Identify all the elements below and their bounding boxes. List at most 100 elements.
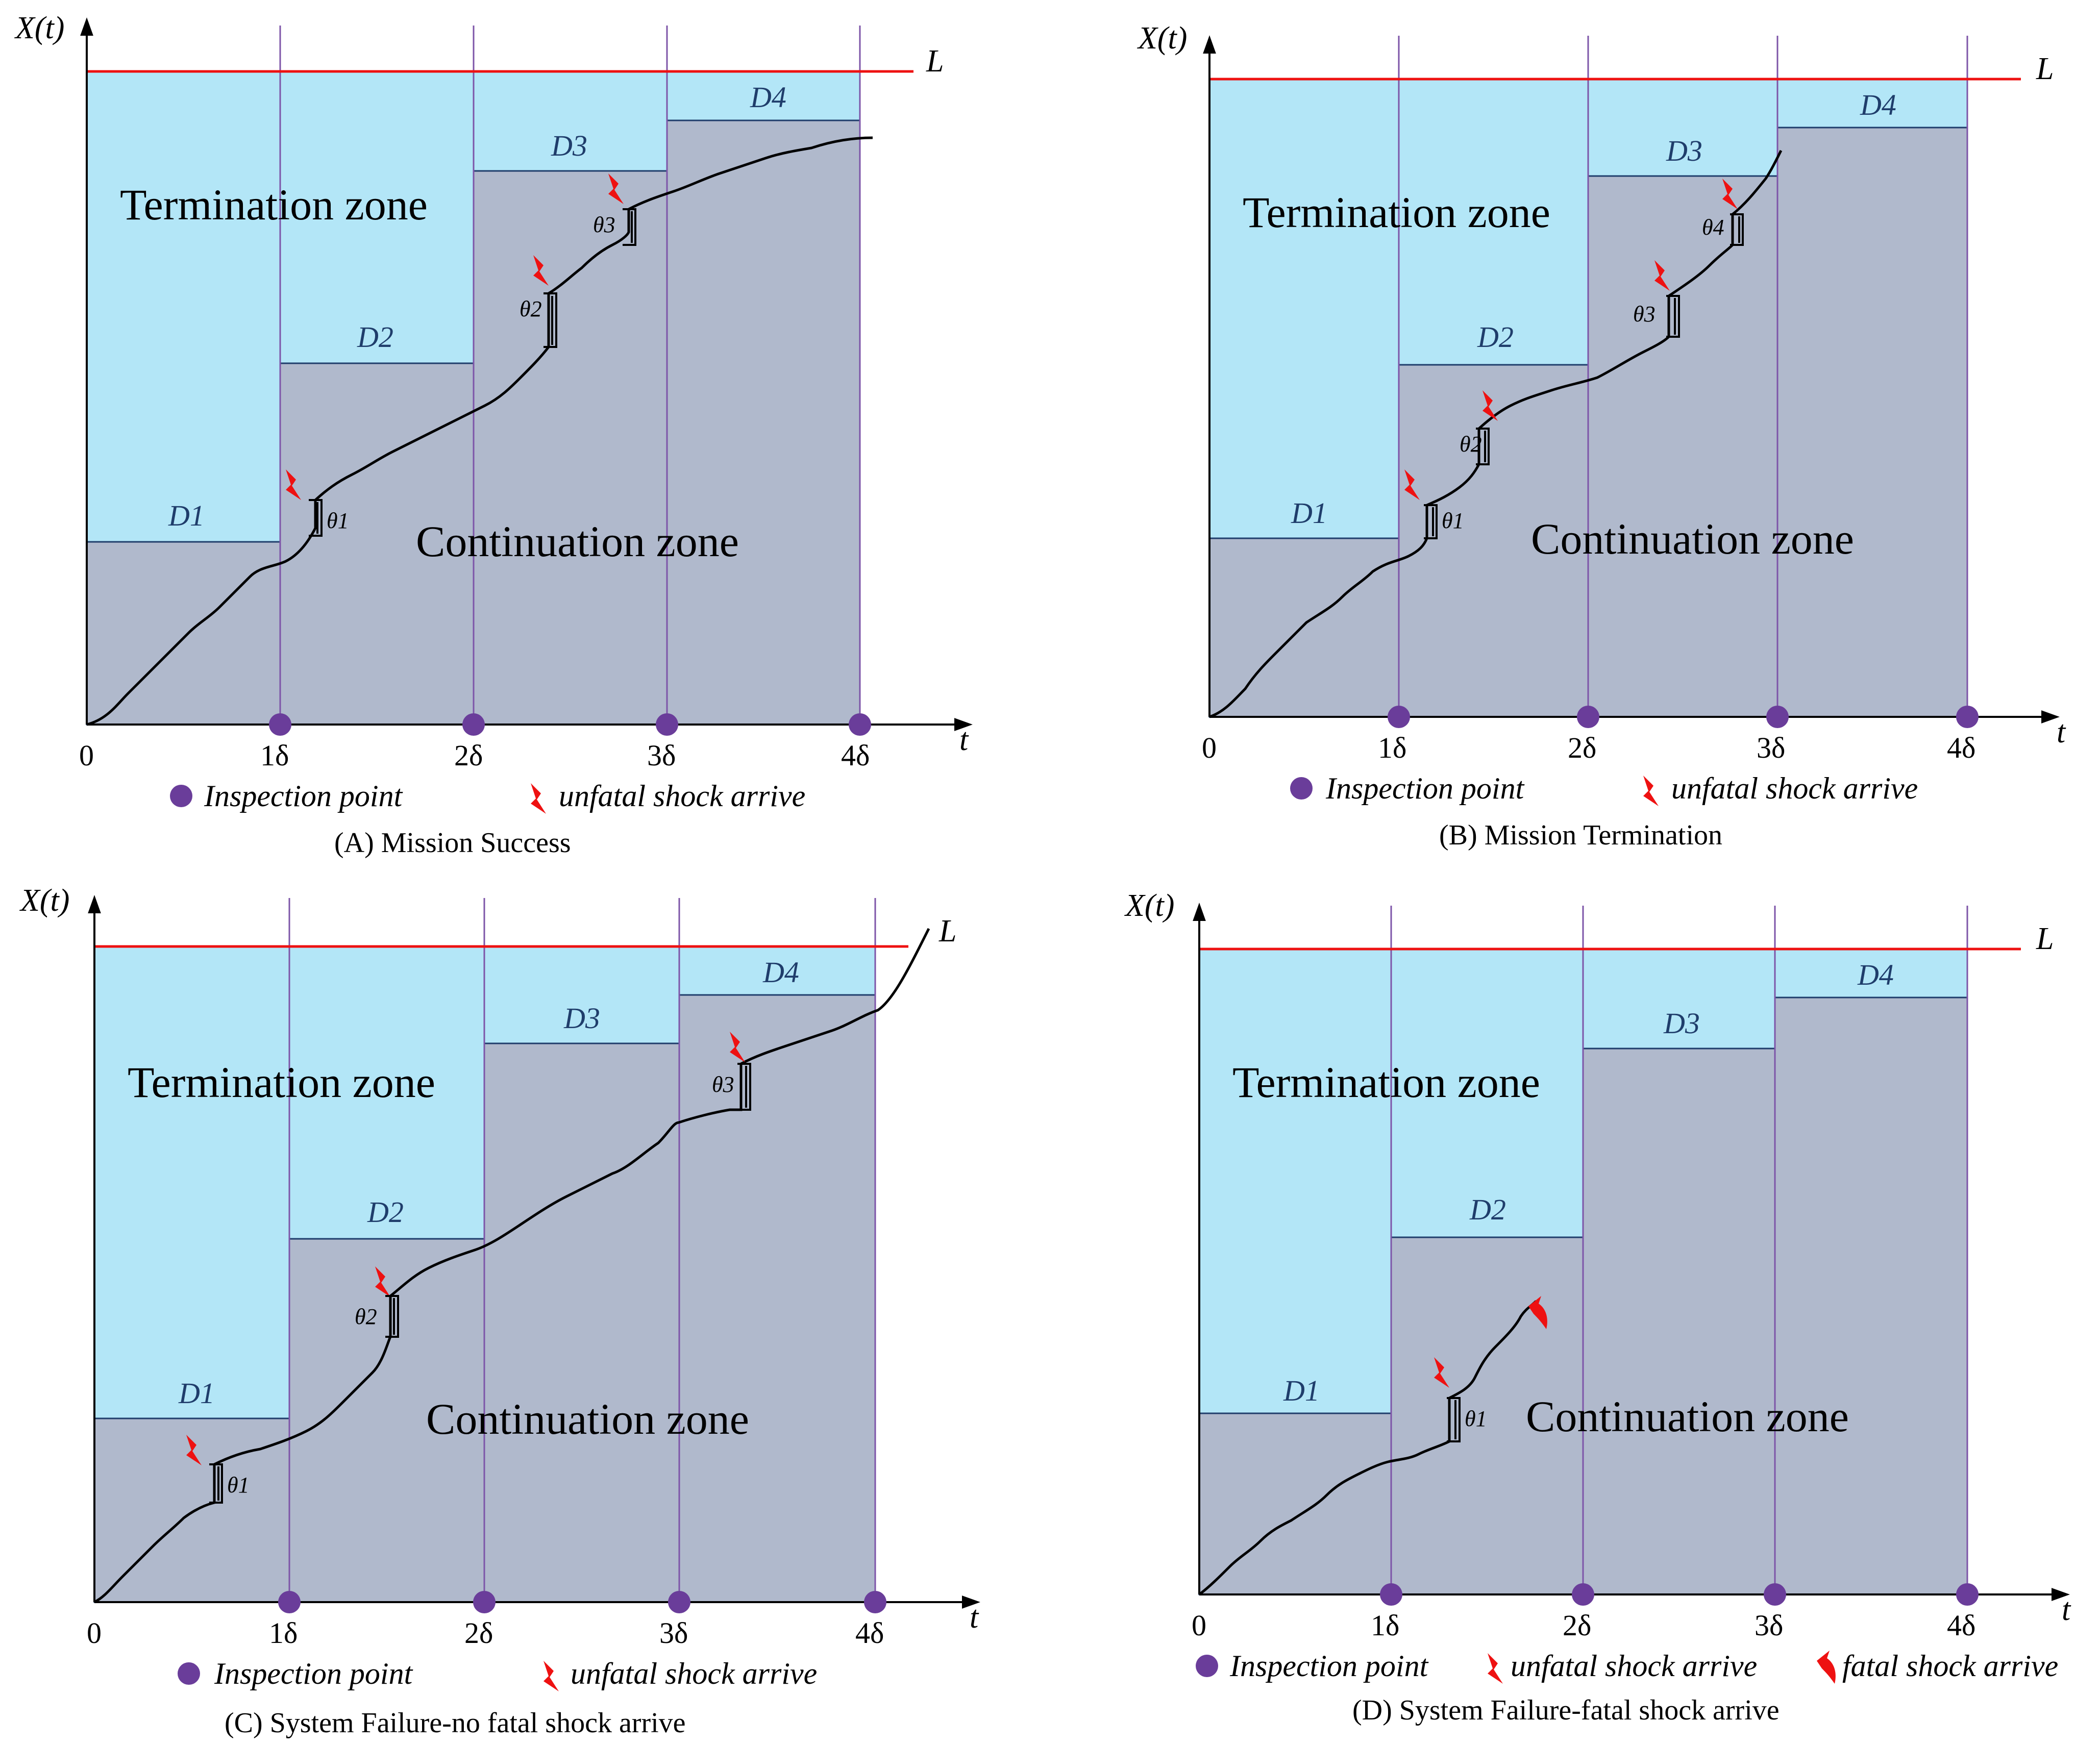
tick-label-3: 3δ bbox=[647, 739, 676, 772]
y-axis-label: X(t) bbox=[1124, 888, 1174, 923]
jump-brackets bbox=[309, 208, 636, 537]
tick-label-4: 4δ bbox=[1947, 731, 1975, 764]
tick-label-1: 1δ bbox=[269, 1616, 298, 1650]
inspection-gridlines bbox=[1398, 36, 1968, 717]
tick-label-4: 4δ bbox=[855, 1616, 884, 1650]
axes bbox=[1193, 903, 2070, 1601]
y-axis-label: X(t) bbox=[1137, 21, 1187, 56]
tick-label-0: 0 bbox=[87, 1616, 102, 1650]
x-axis-label: t bbox=[2057, 715, 2066, 750]
inspection-markers bbox=[1380, 1583, 1979, 1606]
legend-inspection-text: Inspection point bbox=[204, 779, 403, 813]
threshold-label-d2: D2 bbox=[1469, 1193, 1506, 1226]
shock-marker-shapes bbox=[286, 173, 624, 500]
legend-unfatal-shock-icon bbox=[543, 1661, 559, 1691]
x-axis-label: t bbox=[2062, 1592, 2071, 1627]
threshold-label-d3: D3 bbox=[551, 129, 587, 162]
threshold-label-d1: D1 bbox=[168, 499, 205, 532]
degradation-path bbox=[93, 928, 930, 1604]
jump-brackets bbox=[209, 1063, 751, 1504]
threshold-label-d1: D1 bbox=[178, 1377, 215, 1410]
y-axis-label: X(t) bbox=[19, 883, 69, 918]
panel-d: Termination zone Continuation zone D1 D2… bbox=[1124, 888, 2071, 1726]
threshold-label-l: L bbox=[2036, 921, 2054, 956]
legend-inspection-marker bbox=[1290, 777, 1313, 800]
legend-inspection-text: Inspection point bbox=[1229, 1649, 1429, 1683]
inspection-markers bbox=[278, 1591, 886, 1613]
jump-label-theta4: θ4 bbox=[1702, 215, 1724, 240]
continuation-zone-label: Continuation zone bbox=[426, 1394, 749, 1443]
threshold-label-d1: D1 bbox=[1291, 496, 1327, 530]
jump-label-theta1: θ1 bbox=[1442, 508, 1464, 533]
continuation-zone-1 bbox=[1208, 537, 1400, 718]
continuation-zone-3 bbox=[483, 1042, 680, 1603]
jump-label-theta2: θ2 bbox=[355, 1304, 377, 1329]
threshold-label-d2: D2 bbox=[1477, 320, 1514, 354]
legend-fatal-shock-text: fatal shock arrive bbox=[1842, 1649, 2058, 1683]
legend-inspection-marker bbox=[170, 785, 192, 807]
threshold-label-d3: D3 bbox=[1663, 1007, 1700, 1040]
threshold-label-d4: D4 bbox=[1857, 958, 1894, 991]
panel-a: Termination zone Continuation zone D1 D2… bbox=[14, 11, 973, 859]
shock-marker-shapes bbox=[1404, 179, 1738, 500]
tick-label-3: 3δ bbox=[659, 1616, 688, 1650]
jump-label-theta1: θ1 bbox=[1465, 1406, 1487, 1431]
continuation-zone-4 bbox=[666, 119, 861, 726]
continuation-zone-4 bbox=[1776, 127, 1968, 718]
continuation-zone-4 bbox=[1774, 996, 1968, 1595]
jump-brackets bbox=[1447, 1397, 1461, 1442]
jump-label-theta3: θ3 bbox=[1633, 302, 1656, 327]
legend-inspection-text: Inspection point bbox=[1325, 771, 1525, 805]
panel-c: Termination zone Continuation zone D1 D2… bbox=[19, 883, 980, 1739]
panel-caption: (D) System Failure-fatal shock arrive bbox=[1352, 1694, 1780, 1726]
termination-zone-label: Termination zone bbox=[128, 1058, 435, 1107]
legend-unfatal-shock-text: unfatal shock arrive bbox=[1671, 771, 1918, 805]
jump-label-theta1: θ1 bbox=[227, 1473, 250, 1498]
legend-inspection-text: Inspection point bbox=[214, 1657, 413, 1690]
legend-unfatal-shock-icon bbox=[1488, 1653, 1503, 1684]
y-axis-label: X(t) bbox=[14, 11, 64, 45]
continuation-zone-label: Continuation zone bbox=[1526, 1392, 1849, 1441]
tick-label-3: 3δ bbox=[1755, 1609, 1783, 1642]
tick-label-2: 2δ bbox=[1568, 731, 1596, 764]
panel-b: Termination zone Continuation zone D1 D2… bbox=[1137, 21, 2066, 851]
continuation-zone-3 bbox=[1587, 175, 1778, 718]
inspection-gridlines bbox=[1390, 906, 1968, 1594]
axes bbox=[80, 17, 973, 731]
legend-unfatal-shock-text: unfatal shock arrive bbox=[571, 1657, 817, 1690]
termination-zone-label: Termination zone bbox=[1232, 1058, 1540, 1107]
legend-unfatal-shock-text: unfatal shock arrive bbox=[559, 779, 805, 813]
axes bbox=[1203, 35, 2060, 724]
threshold-label-d3: D3 bbox=[1666, 134, 1702, 167]
threshold-label-d2: D2 bbox=[357, 320, 393, 354]
termination-zone-label: Termination zone bbox=[1243, 188, 1550, 237]
legend-inspection-marker bbox=[178, 1662, 200, 1685]
tick-label-0: 0 bbox=[1202, 731, 1217, 764]
tick-label-4: 4δ bbox=[841, 739, 870, 772]
threshold-label-l: L bbox=[2036, 52, 2054, 86]
panel-caption: (B) Mission Termination bbox=[1439, 819, 1722, 851]
threshold-label-l: L bbox=[938, 914, 956, 949]
tick-label-1: 1δ bbox=[1371, 1609, 1399, 1642]
jump-brackets bbox=[1424, 213, 1744, 539]
tick-label-4: 4δ bbox=[1947, 1609, 1975, 1642]
tick-label-0: 0 bbox=[79, 739, 94, 772]
legend-fatal-shock-icon bbox=[1817, 1651, 1836, 1684]
continuation-zone-4 bbox=[678, 994, 876, 1603]
shock-marker-shapes bbox=[186, 1032, 745, 1465]
legend-inspection-marker bbox=[1196, 1655, 1218, 1677]
threshold-label-d2: D2 bbox=[367, 1195, 404, 1229]
x-axis-label: t bbox=[970, 1600, 979, 1635]
threshold-label-d4: D4 bbox=[762, 956, 799, 989]
panel-caption: (C) System Failure-no fatal shock arrive bbox=[225, 1707, 686, 1739]
jump-label-theta3: θ3 bbox=[712, 1072, 734, 1097]
jump-label-theta2: θ2 bbox=[1460, 432, 1482, 457]
continuation-zone-label: Continuation zone bbox=[1531, 514, 1854, 563]
x-axis-label: t bbox=[959, 722, 969, 757]
degradation-path bbox=[1198, 1300, 1537, 1595]
inspection-gridlines bbox=[279, 26, 861, 725]
continuation-zone-1 bbox=[86, 541, 281, 726]
threshold-label-d4: D4 bbox=[750, 81, 786, 114]
threshold-label-d1: D1 bbox=[1283, 1374, 1320, 1407]
